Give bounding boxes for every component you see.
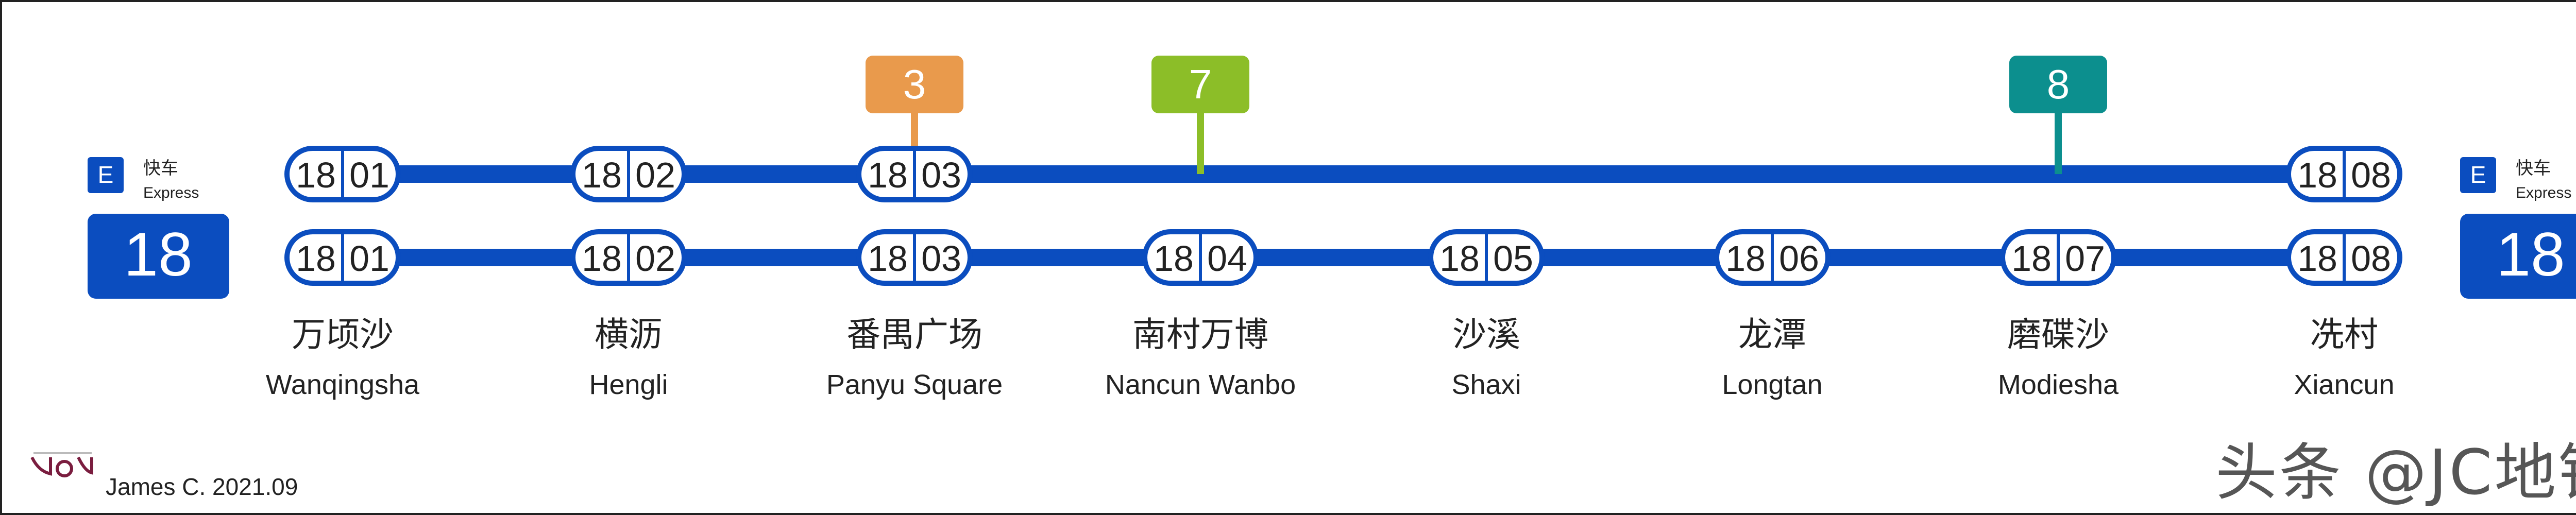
station-number-code: 02 — [635, 238, 675, 279]
station-name-en: Nancun Wanbo — [1105, 369, 1296, 400]
jc-logo-icon — [30, 452, 93, 477]
station-number-code: 06 — [1779, 238, 1819, 279]
station-name-en: Xiancun — [2294, 369, 2394, 400]
line-number-box — [88, 214, 229, 299]
line-number: 18 — [124, 220, 192, 289]
station-name-zh: 磨碟沙 — [2007, 315, 2109, 354]
station-line-code: 18 — [296, 155, 336, 195]
transfer-badge — [2009, 56, 2107, 113]
transfer-connector — [2055, 108, 2062, 174]
station-number-code: 03 — [921, 238, 961, 279]
station-number-code: 01 — [349, 155, 389, 195]
express-label-zh: 快车 — [2516, 158, 2551, 179]
station-number-code: 05 — [1493, 238, 1533, 279]
station-name-en: Hengli — [589, 369, 668, 400]
transfer-line-number: 8 — [2047, 61, 2070, 107]
station-name-en: Modiesha — [1998, 369, 2119, 400]
station-name-zh: 横沥 — [595, 315, 663, 354]
station-name-zh: 龙潭 — [1738, 315, 1806, 354]
express-label-en: Express — [2516, 184, 2571, 201]
transfer-line-number: 7 — [1189, 61, 1212, 107]
station-line-code: 18 — [582, 155, 622, 195]
station-line-code: 18 — [2297, 155, 2337, 195]
express-letter-box — [88, 157, 124, 193]
station-line-code: 18 — [296, 238, 336, 279]
station-line-code: 18 — [2011, 238, 2052, 279]
express-badge-right: E 快车 Express 18 — [2460, 157, 2576, 299]
station-name-zh: 南村万博 — [1132, 315, 1268, 354]
station-line-code: 18 — [868, 238, 908, 279]
station-line-code: 18 — [868, 155, 908, 195]
express-badge-left: E 快车 Express 18 — [88, 157, 229, 299]
express-label-zh: 快车 — [143, 158, 178, 179]
station-number-code: 03 — [921, 155, 961, 195]
transfer-badge — [1151, 56, 1249, 113]
transfer-line-8: 8 — [2009, 56, 2107, 174]
station-name-zh: 万顷沙 — [292, 315, 394, 354]
station-name-zh: 番禺广场 — [846, 315, 982, 354]
station-name-en: Wanqingsha — [266, 369, 420, 400]
station-name-en: Shaxi — [1451, 369, 1521, 400]
author-credit: James C. 2021.09 — [106, 473, 298, 500]
station-number-code: 08 — [2351, 238, 2391, 279]
station-line-code: 18 — [2297, 238, 2337, 279]
transfer-badge — [866, 56, 963, 113]
station-line-code: 18 — [1154, 238, 1194, 279]
express-letter-box — [2460, 157, 2496, 193]
line-number: 18 — [2496, 220, 2565, 289]
transfer-connector — [1197, 108, 1204, 174]
station-line-code: 18 — [582, 238, 622, 279]
station-name-zh: 沙溪 — [1452, 315, 1520, 354]
station-number-code: 02 — [635, 155, 675, 195]
station-name-en: Panyu Square — [826, 369, 1003, 400]
station-name-en: Longtan — [1722, 369, 1822, 400]
express-label-en: Express — [143, 184, 199, 201]
station-line-code: 18 — [1725, 238, 1766, 279]
station-name-zh: 冼村 — [2310, 315, 2378, 354]
express-letter: E — [98, 161, 114, 188]
station-number-code: 08 — [2351, 155, 2391, 195]
watermark: 头条 @JC地铁 — [2215, 437, 2576, 509]
station-number-code: 07 — [2065, 238, 2105, 279]
station-number-code: 04 — [1207, 238, 1247, 279]
transfer-line-3: 3 — [866, 56, 963, 174]
transfer-line-number: 3 — [903, 61, 926, 107]
station-line-code: 18 — [1439, 238, 1480, 279]
express-letter: E — [2470, 161, 2486, 188]
transfer-line-7: 7 — [1151, 56, 1249, 174]
station-number-code: 01 — [349, 238, 389, 279]
line-number-box — [2460, 214, 2576, 299]
